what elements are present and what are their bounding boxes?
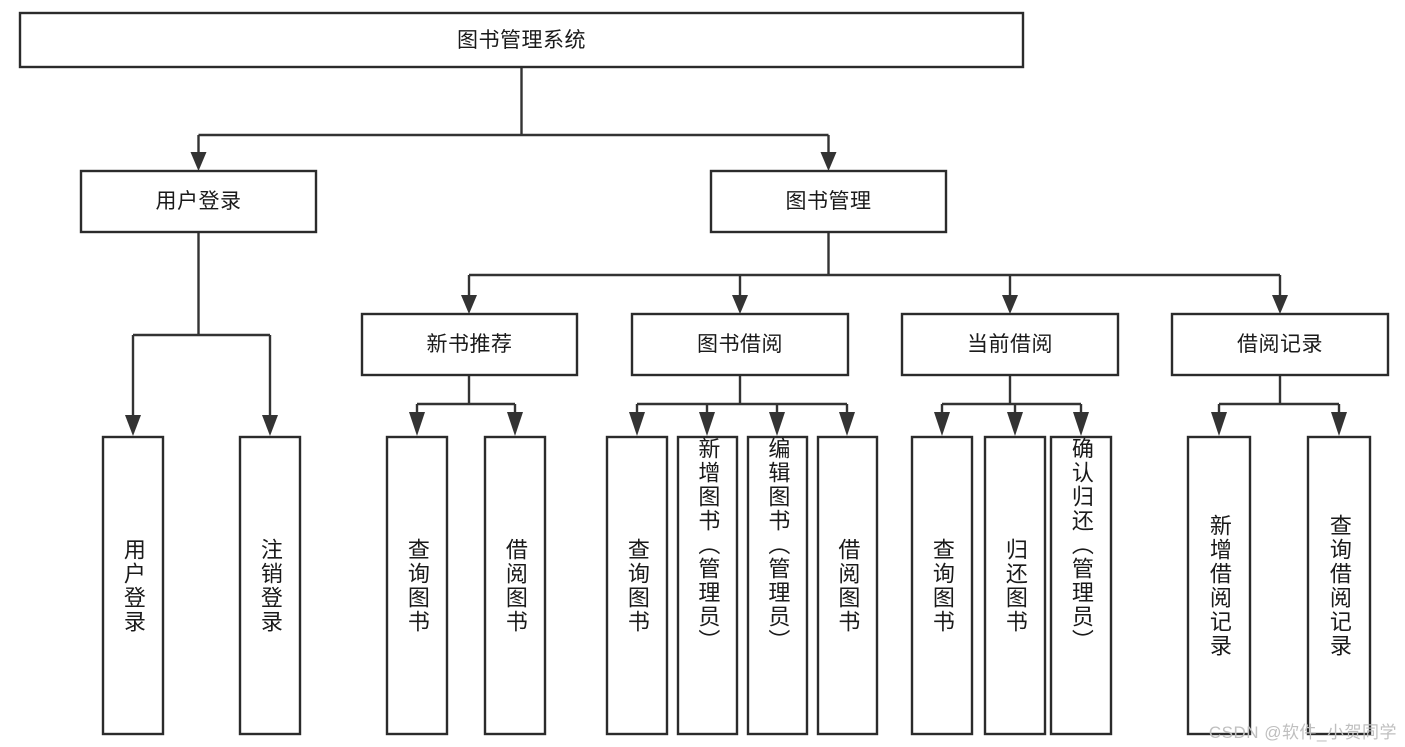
node-borrow-record-box [1170,312,1390,377]
arrow-head-icon [507,412,523,436]
arrow-head-icon [934,412,950,436]
leaf-boxes-group [101,435,1372,736]
node-new-book-recommend[interactable]: 新书推荐 [360,312,579,377]
node-borrow-record-label: 借阅记录 [1237,333,1323,356]
connector-group-current-borrow [934,375,1089,436]
leaf-box-logout[interactable] [238,435,302,736]
leaf-box-user-login[interactable] [101,435,165,736]
node-book-borrow-box [630,312,850,377]
arrow-head-icon [262,415,278,436]
node-root-label: 图书管理系统 [457,29,586,52]
arrow-head-icon [125,415,141,436]
arrow-head-icon [409,412,425,436]
node-book-management-label: 图书管理 [786,190,872,213]
node-root[interactable]: 图书管理系统 [18,11,1025,69]
arrow-head-icon [820,152,837,171]
arrow-head-icon [1073,412,1089,436]
arrow-head-icon [732,295,748,314]
node-user-login-label: 用户登录 [156,190,242,213]
arrow-head-icon [769,412,785,436]
node-new-book-recommend-label: 新书推荐 [427,333,513,356]
node-book-management-box [709,169,948,234]
arrow-head-icon [699,412,715,436]
connector-group-user-login [125,232,278,436]
node-current-borrow-label: 当前借阅 [967,333,1053,356]
leaf-box-return-book[interactable] [983,435,1047,736]
leaf-box-query-book-cb[interactable] [910,435,974,736]
node-book-borrow-label: 图书借阅 [697,333,783,356]
node-book-borrow[interactable]: 图书借阅 [630,312,850,377]
connector-group-root [190,67,837,171]
connector-group-book-manage [461,232,1288,314]
arrow-head-icon [839,412,855,436]
connector-group-new-book [409,375,523,436]
leaf-box-query-book-bb[interactable] [605,435,669,736]
node-current-borrow-box [900,312,1120,377]
connector-group-borrow-record [1211,375,1347,436]
leaf-box-borrow-book-bb[interactable] [816,435,879,736]
arrow-head-icon [1331,412,1347,436]
leaf-box-confirm-return-admin[interactable] [1049,435,1113,736]
node-borrow-record[interactable]: 借阅记录 [1170,312,1390,377]
arrow-head-icon [1211,412,1227,436]
leaf-box-query-borrow-record[interactable] [1306,435,1372,736]
arrow-head-icon [1002,295,1018,314]
arrow-head-icon [1272,295,1288,314]
arrow-head-icon [461,295,477,314]
leaf-box-query-book-nb[interactable] [385,435,449,736]
node-new-book-recommend-box [360,312,579,377]
node-user-login[interactable]: 用户登录 [79,169,318,234]
node-user-login-box [79,169,318,234]
connector-group-book-borrow [629,375,855,436]
leaf-box-add-borrow-record[interactable] [1186,435,1252,736]
leaf-box-edit-book-admin[interactable] [746,435,809,736]
node-current-borrow[interactable]: 当前借阅 [900,312,1120,377]
arrow-head-icon [190,152,207,171]
node-root-box [18,11,1025,69]
leaf-box-borrow-book-nb[interactable] [483,435,547,736]
arrow-head-icon [1007,412,1023,436]
node-book-management[interactable]: 图书管理 [709,169,948,234]
arrow-head-icon [629,412,645,436]
leaf-box-add-book-admin[interactable] [676,435,739,736]
